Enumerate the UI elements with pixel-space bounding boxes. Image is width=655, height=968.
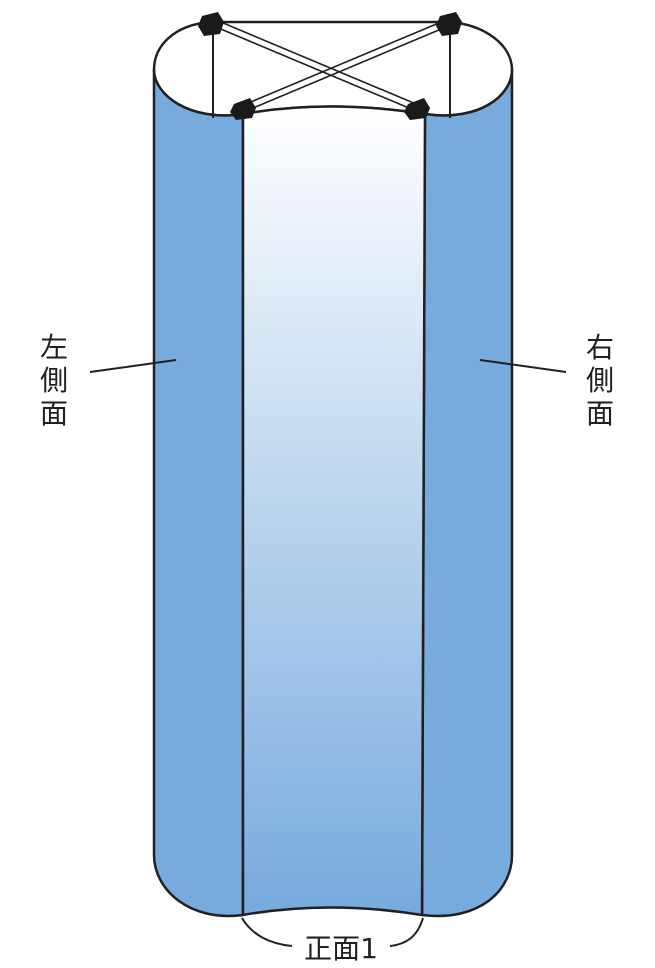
label-left-side-char-3: 面: [40, 397, 68, 430]
hub-top-left: [198, 12, 224, 36]
label-front: 正面1: [304, 932, 378, 965]
leader-line-left: [89, 359, 177, 373]
front-bracket: [241, 917, 424, 947]
scissor-frame: [215, 19, 447, 112]
label-right-side-char-3: 面: [586, 397, 614, 430]
label-left-side-char-2: 側: [40, 364, 68, 397]
label-left-side-char-1: 左: [40, 331, 68, 364]
hub-top-right: [436, 12, 462, 36]
frame-hubs: [198, 12, 462, 120]
hub-bottom-right: [404, 98, 430, 120]
label-right-side-char-2: 側: [586, 364, 614, 397]
left-side-panel: [152, 68, 245, 918]
right-side-panel: [420, 68, 514, 918]
leader-line-right: [479, 359, 567, 373]
front-panel: [241, 105, 427, 917]
label-right-side-char-1: 右: [586, 331, 614, 364]
hub-bottom-left: [230, 98, 256, 120]
